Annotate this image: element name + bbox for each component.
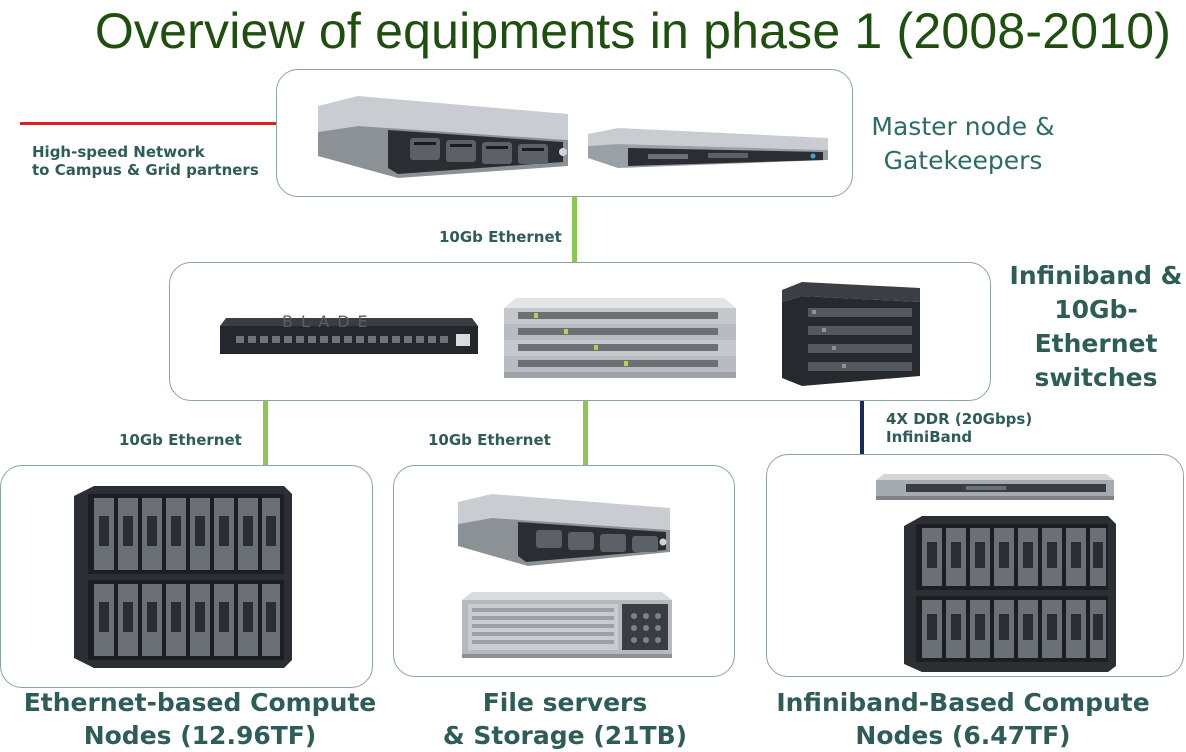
high-speed-network-line bbox=[20, 122, 278, 125]
page-title: Overview of equipments in phase 1 (2008-… bbox=[94, 3, 1172, 59]
rack-server-2u-icon bbox=[318, 96, 568, 178]
network-label-line2: to Campus & Grid partners bbox=[32, 161, 259, 179]
switches-description-line1: Infiniband & bbox=[1009, 261, 1183, 290]
rack-server-1u-icon bbox=[876, 474, 1114, 500]
blade-logo: BLADE bbox=[282, 312, 376, 331]
ethernet-nodes-caption-line1: Ethernet-based Compute bbox=[23, 688, 377, 717]
file-servers-caption-line2: & Storage (21TB) bbox=[442, 721, 688, 750]
master-node-description-line1: Master node & bbox=[871, 112, 1055, 141]
switches-description-line4: switches bbox=[1034, 363, 1158, 392]
infiniband-nodes-caption-line2: Nodes (6.47TF) bbox=[855, 721, 1071, 750]
ethernet-switch-icon: BLADE bbox=[220, 312, 478, 354]
ethernet-nodes-caption-line2: Nodes (12.96TF) bbox=[83, 721, 317, 750]
top-ethernet-link bbox=[572, 197, 577, 262]
file-servers-caption-line1: File servers bbox=[482, 688, 648, 717]
ethernet-nodes-link bbox=[263, 401, 268, 465]
top-ethernet-link-label: 10Gb Ethernet bbox=[439, 228, 562, 246]
switches-description-line3: Ethernet bbox=[1034, 329, 1158, 358]
switches-description: Infiniband & 10Gb- Ethernet switches bbox=[1000, 259, 1186, 395]
infiniband-nodes-caption: Infiniband-Based Compute Nodes (6.47TF) bbox=[748, 686, 1178, 752]
master-node-description-line2: Gatekeepers bbox=[883, 146, 1043, 175]
infiniband-link bbox=[860, 401, 864, 454]
blade-chassis-icon bbox=[904, 516, 1116, 672]
network-label: High-speed Network to Campus & Grid part… bbox=[32, 143, 259, 179]
file-servers-caption: File servers & Storage (21TB) bbox=[400, 686, 730, 752]
infiniband-link-label-line1: 4X DDR (20Gbps) bbox=[886, 410, 1033, 428]
file-servers-link bbox=[583, 401, 588, 465]
infiniband-link-label: 4X DDR (20Gbps) InfiniBand bbox=[886, 410, 1032, 446]
switch-stack-icon bbox=[782, 282, 920, 386]
infiniband-switch-icon bbox=[504, 298, 736, 378]
ethernet-nodes-link-label: 10Gb Ethernet bbox=[119, 431, 242, 449]
switches-description-line2: 10Gb- bbox=[1054, 295, 1138, 324]
storage-array-icon bbox=[462, 592, 672, 658]
rack-server-1u-icon bbox=[588, 128, 828, 168]
infiniband-link-label-line2: InfiniBand bbox=[886, 428, 973, 446]
network-label-line1: High-speed Network bbox=[32, 143, 205, 161]
ethernet-nodes-caption: Ethernet-based Compute Nodes (12.96TF) bbox=[0, 686, 400, 752]
infiniband-nodes-caption-line1: Infiniband-Based Compute bbox=[776, 688, 1150, 717]
master-node-description: Master node & Gatekeepers bbox=[858, 110, 1068, 178]
file-servers-link-label: 10Gb Ethernet bbox=[428, 431, 551, 449]
blade-chassis-icon bbox=[74, 486, 292, 668]
rack-server-2u-icon bbox=[458, 494, 670, 566]
